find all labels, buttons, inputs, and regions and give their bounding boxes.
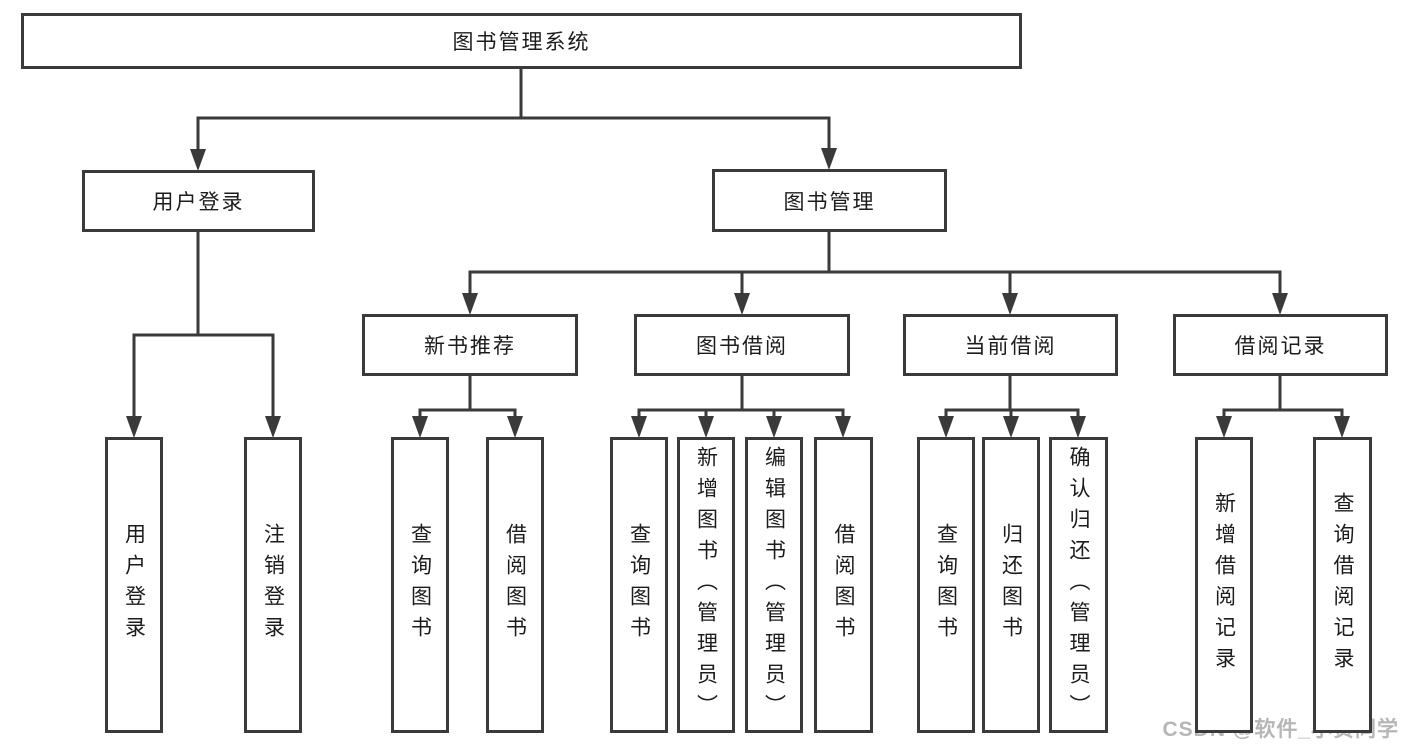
arrowhead-icon: [412, 416, 428, 438]
arrowhead-icon: [698, 416, 714, 438]
query-books-current-box: 查询图书: [917, 437, 975, 733]
arrowhead-icon: [1216, 416, 1232, 438]
query-borrow-record-box: 查询借阅记录: [1313, 437, 1372, 733]
new-book-recommend-box: 新书推荐: [362, 314, 578, 376]
arrowhead-icon: [1003, 416, 1019, 438]
book-management-module-box: 图书管理: [712, 169, 947, 232]
add-books-admin-box: 新增图书（管理员）: [677, 437, 735, 733]
return-books-box: 归还图书: [982, 437, 1040, 733]
query-books-recommend-label: 查询图书: [408, 523, 432, 647]
arrowhead-icon: [766, 416, 782, 438]
borrow-books-borrowing-label: 借阅图书: [832, 523, 855, 647]
query-books-recommend-box: 查询图书: [391, 437, 449, 733]
arrowhead-icon: [1070, 416, 1086, 438]
borrowing-records-box: 借阅记录: [1173, 314, 1388, 376]
book-borrowing-label: 图书借阅: [696, 335, 788, 358]
borrow-books-recommend-box: 借阅图书: [486, 437, 544, 733]
user-login-module-label: 用户登录: [152, 191, 245, 214]
borrow-books-borrowing-box: 借阅图书: [814, 437, 873, 733]
confirm-return-admin-label: 确认归还（管理员）: [1067, 445, 1090, 725]
logout-leaf-label: 注销登录: [261, 523, 285, 647]
user-login-module-box: 用户登录: [82, 170, 315, 232]
book-borrowing-box: 图书借阅: [634, 314, 850, 376]
return-books-label: 归还图书: [999, 523, 1023, 647]
arrowhead-icon: [1334, 416, 1350, 438]
current-borrowing-box: 当前借阅: [903, 314, 1118, 376]
arrowhead-icon: [938, 416, 954, 438]
edit-books-admin-box: 编辑图书（管理员）: [745, 437, 803, 733]
arrowhead-icon: [1002, 293, 1018, 315]
arrowhead-icon: [734, 293, 750, 315]
arrowhead-icon: [1272, 293, 1288, 315]
query-borrow-record-label: 查询借阅记录: [1331, 492, 1354, 678]
arrowhead-icon: [821, 148, 837, 170]
arrowhead-icon: [631, 416, 647, 438]
query-books-borrowing-label: 查询图书: [627, 523, 651, 647]
query-books-current-label: 查询图书: [934, 523, 958, 647]
add-borrow-record-box: 新增借阅记录: [1195, 437, 1253, 733]
arrowhead-icon: [126, 416, 142, 438]
root-box: 图书管理系统: [21, 13, 1022, 69]
borrowing-records-label: 借阅记录: [1234, 335, 1327, 358]
user-login-leaf-label: 用户登录: [122, 523, 146, 647]
arrowhead-icon: [507, 416, 523, 438]
confirm-return-admin-box: 确认归还（管理员）: [1049, 437, 1108, 733]
book-management-module-label: 图书管理: [783, 190, 876, 214]
arrowhead-icon: [190, 149, 206, 171]
current-borrowing-label: 当前借阅: [964, 335, 1057, 358]
add-books-admin-label: 新增图书（管理员）: [694, 445, 718, 725]
arrowhead-icon: [265, 416, 281, 438]
arrowhead-icon: [462, 293, 478, 315]
root-label: 图书管理系统: [452, 31, 591, 54]
new-book-recommend-label: 新书推荐: [424, 335, 516, 358]
arrowhead-icon: [835, 416, 851, 438]
borrow-books-recommend-label: 借阅图书: [503, 523, 527, 647]
query-books-borrowing-box: 查询图书: [610, 437, 668, 733]
logout-leaf-box: 注销登录: [244, 437, 302, 733]
add-borrow-record-label: 新增借阅记录: [1212, 492, 1236, 678]
user-login-leaf-box: 用户登录: [105, 437, 163, 733]
edit-books-admin-label: 编辑图书（管理员）: [762, 445, 786, 725]
